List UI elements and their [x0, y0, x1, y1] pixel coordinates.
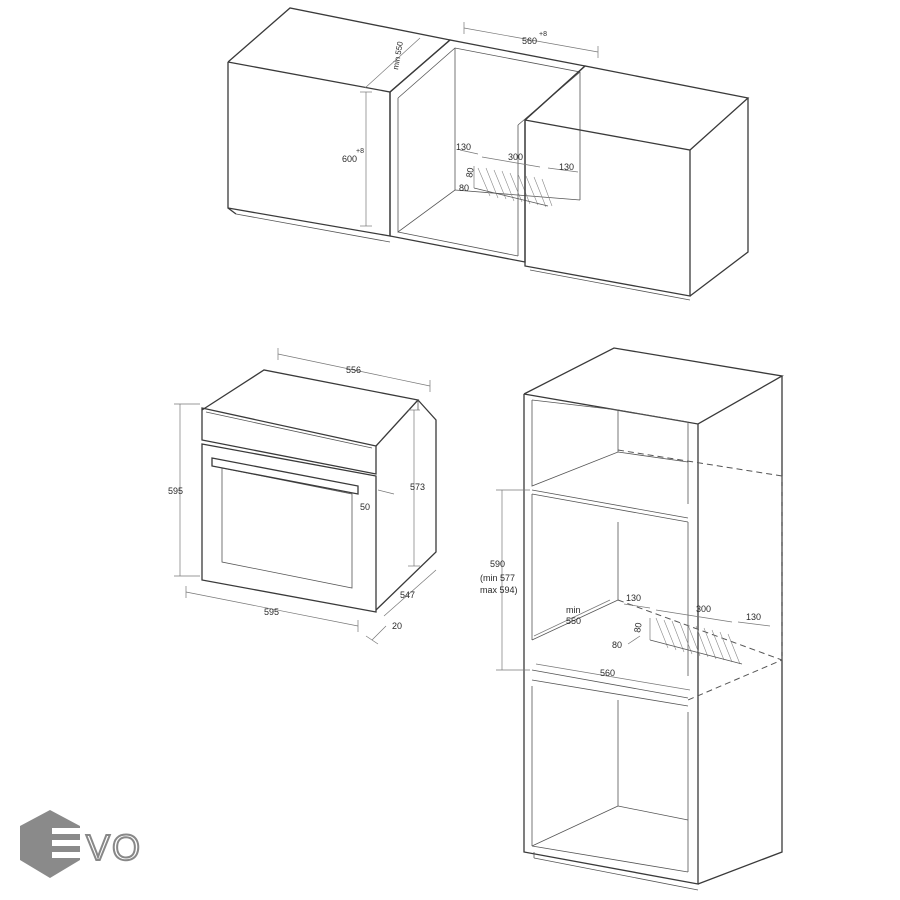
evo-logo: VO — [20, 810, 142, 878]
column-height-line3: max 594) — [480, 585, 518, 595]
column-depth-min-1: min — [566, 605, 581, 615]
logo-text: VO — [86, 827, 142, 868]
top-height-label: 600 — [342, 154, 357, 164]
oven-height: 595 — [168, 486, 183, 496]
oven-width-front: 595 — [264, 607, 279, 617]
column-depth-min-2: 550 — [566, 616, 581, 626]
top-dimensions: 560 +8 min 550 600 +8 130 300 130 80 80 — [342, 22, 599, 227]
door-handle — [211, 457, 359, 495]
top-vent-hatch — [473, 167, 553, 208]
column-vent-h1: 80 — [632, 622, 644, 634]
logo-hexagon-icon — [20, 810, 80, 878]
oven-door — [201, 443, 377, 613]
oven-panel-offset: 50 — [360, 502, 370, 512]
column-oven-opening — [531, 449, 783, 707]
column-width: 560 — [600, 668, 615, 678]
top-vent-h1: 80 — [464, 167, 476, 179]
column-vent-left: 130 — [626, 593, 641, 603]
left-cabinet — [227, 7, 452, 243]
column-vent-width: 300 — [696, 604, 711, 614]
oven-dimensions: 556 595 573 50 595 547 20 — [168, 348, 437, 645]
top-width-tol: +8 — [539, 31, 547, 38]
oven-door-thickness: 20 — [392, 621, 402, 631]
column-top-shelf — [531, 399, 689, 523]
column-height-line2: (min 577 — [480, 573, 515, 583]
top-vent-left: 130 — [456, 142, 471, 152]
top-vent-right: 130 — [559, 162, 574, 172]
oven-opening — [389, 39, 587, 263]
oven-width-top: 556 — [346, 365, 361, 375]
top-vent-h2: 80 — [459, 183, 469, 193]
control-panel — [201, 407, 377, 475]
top-depth-min: min 550 — [391, 40, 405, 70]
top-cabinet-installation: 560 +8 min 550 600 +8 130 300 130 80 80 — [227, 7, 750, 301]
oven-drawing: 556 595 573 50 595 547 20 — [168, 348, 437, 645]
column-vent-h2: 80 — [612, 640, 622, 650]
right-cabinet — [524, 65, 750, 301]
column-dimensions: 590 (min 577 max 594) min 550 130 300 13… — [480, 489, 771, 691]
column-cabinet: 590 (min 577 max 594) min 550 130 300 13… — [480, 347, 784, 891]
column-vent-right: 130 — [746, 612, 761, 622]
column-bottom-shelf — [531, 686, 689, 873]
column-height-line1: 590 — [490, 559, 505, 569]
oven-inner-height: 573 — [410, 482, 425, 492]
top-vent-width: 300 — [508, 152, 523, 162]
oven-depth: 547 — [400, 590, 415, 600]
column-vent-hatch — [649, 617, 743, 665]
top-height-tol: +8 — [356, 148, 364, 155]
top-width-label: 560 — [522, 36, 537, 46]
